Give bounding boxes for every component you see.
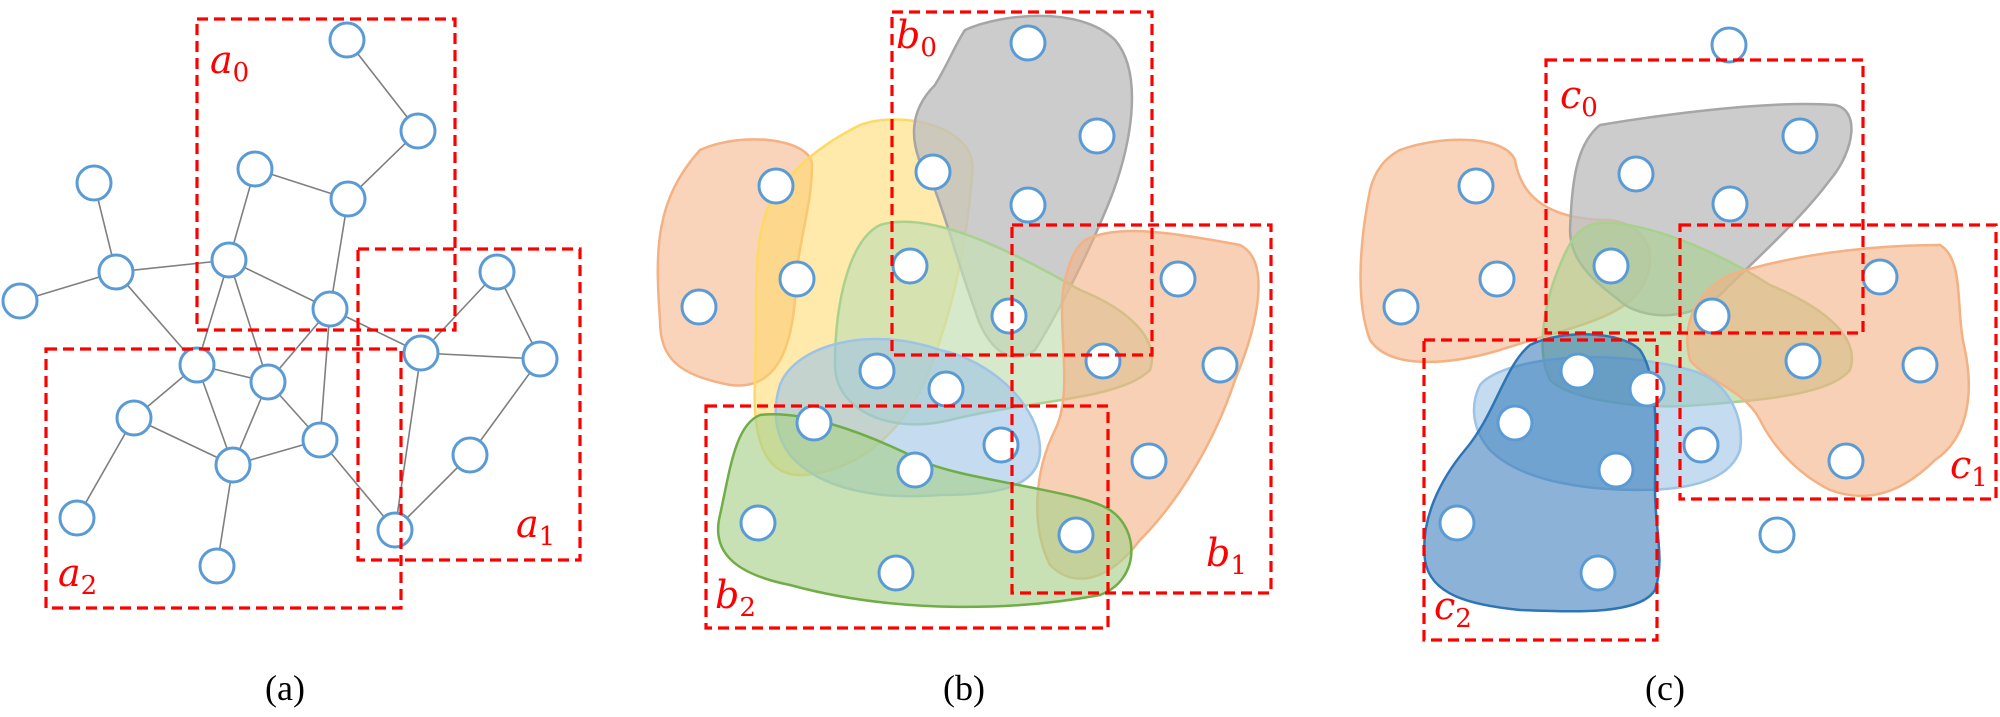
box-label-b1: b1	[1206, 531, 1247, 581]
node	[1559, 352, 1597, 390]
node	[1693, 297, 1731, 335]
node	[236, 150, 274, 188]
node	[739, 504, 777, 542]
node	[1711, 185, 1749, 223]
node	[521, 340, 559, 378]
node	[1078, 117, 1116, 155]
node	[877, 554, 915, 592]
node	[311, 290, 349, 328]
node	[778, 260, 816, 298]
node	[1827, 442, 1865, 480]
graph-nodes	[1382, 26, 1939, 592]
node	[97, 253, 135, 291]
graph-nodes	[1, 21, 559, 585]
node	[478, 253, 516, 291]
node	[329, 180, 367, 218]
node	[858, 352, 896, 390]
panel-a: a0 a1 a2 (a)	[1, 17, 582, 708]
box-label-c2: c2	[1434, 584, 1472, 634]
node	[891, 247, 929, 285]
cluster-box-a1	[356, 247, 582, 562]
node	[1758, 516, 1796, 554]
node	[1382, 288, 1420, 326]
graph-nodes	[680, 24, 1239, 592]
node	[178, 346, 216, 384]
node	[1, 282, 39, 320]
node	[1009, 24, 1047, 62]
node	[1784, 342, 1822, 380]
box-label-b0: b0	[896, 13, 937, 63]
node	[914, 153, 952, 191]
community-orange-right	[1686, 243, 1970, 498]
panel-caption-a: (a)	[265, 668, 305, 708]
node	[680, 288, 718, 326]
cluster-box-a0	[195, 17, 457, 332]
node	[1682, 426, 1720, 464]
node	[58, 499, 96, 537]
node	[328, 21, 366, 59]
cluster-box-b2	[704, 404, 1110, 630]
node	[1201, 346, 1239, 384]
node	[982, 426, 1020, 464]
community-dark-blue	[1423, 333, 1661, 613]
node	[1478, 260, 1516, 298]
cluster-boxes	[704, 10, 1273, 630]
node	[75, 164, 113, 202]
cluster-box-c1	[1678, 223, 1998, 501]
node	[757, 167, 795, 205]
node	[198, 547, 236, 585]
box-label-b2: b2	[715, 573, 756, 623]
panel-caption-b: (b)	[943, 668, 985, 708]
node	[1861, 258, 1899, 296]
node	[896, 451, 934, 489]
node	[1597, 451, 1635, 489]
cluster-box-a2	[44, 347, 403, 610]
box-label-c0: c0	[1560, 73, 1598, 123]
node	[1084, 342, 1122, 380]
box-label-a0: a0	[210, 38, 249, 88]
cluster-box-c2	[1422, 338, 1659, 642]
cluster-box-b0	[890, 10, 1154, 357]
box-label-a2: a2	[58, 551, 97, 601]
node	[795, 404, 833, 442]
cluster-box-c0	[1544, 58, 1865, 335]
node	[451, 436, 489, 474]
node	[1579, 554, 1617, 592]
cluster-box-b1	[1010, 223, 1273, 595]
node	[1617, 155, 1655, 193]
node	[1496, 404, 1534, 442]
cluster-boxes	[1422, 58, 1998, 642]
node	[376, 511, 414, 549]
node	[1009, 186, 1047, 224]
panel-c: c0 c1 c2 (c)	[1359, 26, 1998, 708]
node	[1592, 247, 1630, 285]
cluster-boxes	[44, 17, 582, 610]
node	[115, 399, 153, 437]
node	[1457, 167, 1495, 205]
node	[214, 446, 252, 484]
node	[990, 297, 1028, 335]
panel-b: b0 b1 b2 (b)	[656, 10, 1273, 708]
graph-edges	[19, 39, 541, 567]
box-label-a1: a1	[516, 502, 555, 552]
node	[927, 370, 965, 408]
node	[301, 421, 339, 459]
node	[1159, 260, 1197, 298]
node	[1628, 370, 1666, 408]
node	[1130, 442, 1168, 480]
node	[249, 363, 287, 401]
node	[399, 112, 437, 150]
node	[1781, 117, 1819, 155]
node	[210, 241, 248, 279]
node	[1710, 26, 1748, 64]
node	[1901, 346, 1939, 384]
box-label-c1: c1	[1950, 443, 1988, 493]
node	[402, 334, 440, 372]
node	[1438, 504, 1476, 542]
node	[1057, 516, 1095, 554]
panel-caption-c: (c)	[1645, 668, 1685, 708]
